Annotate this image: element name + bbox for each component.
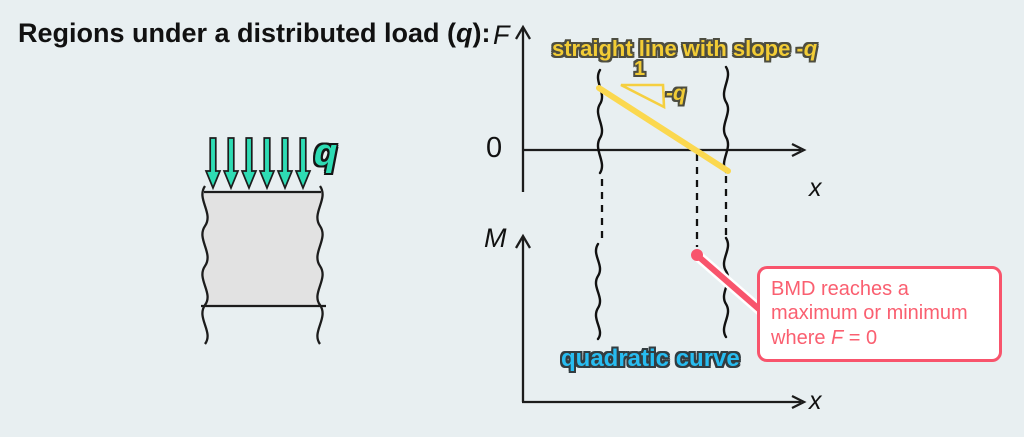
load-arrow-icon [294, 137, 312, 191]
shear-origin-label: 0 [486, 132, 503, 164]
beam-left-cut-edge [201, 185, 209, 345]
callout-line-3: where F = 0 [771, 326, 989, 350]
load-arrow-icon [222, 137, 240, 191]
callout-leader-line [696, 254, 771, 320]
callout-line-3-variable: F [831, 326, 844, 349]
shear-annotation-text: straight line with slope - [552, 36, 804, 61]
beam-right-cut-edge [316, 185, 324, 345]
load-arrow-icon [258, 137, 276, 191]
moment-y-axis-label: M [484, 223, 507, 253]
max-moment-point [691, 249, 703, 261]
callout-line-3-suffix: = 0 [843, 326, 878, 349]
load-arrow-icon [204, 137, 222, 191]
callout-line-1: BMD reaches a [771, 278, 909, 300]
slope-run-label: 1 [634, 58, 646, 80]
moment-left-boundary-curve [594, 242, 602, 341]
slope-drop-label: -q [666, 82, 686, 105]
load-arrow-icon [276, 137, 294, 191]
projection-dashed-lines [600, 154, 728, 247]
shear-annotation: straight line with slope -q [552, 36, 817, 62]
moment-annotation: quadratic curve [561, 345, 740, 372]
shear-force-line [596, 85, 731, 174]
beam-load-label: q [314, 132, 338, 174]
region-boundary-curves [594, 65, 730, 341]
moment-diagram-axes [515, 233, 807, 410]
bmd-callout-box: BMD reaches a maximum or minimum where F… [757, 266, 1002, 363]
slope-triangle [620, 83, 666, 110]
callout-line-2: maximum or minimum [771, 302, 968, 325]
page-title: Regions under a distributed load (q): [18, 18, 491, 49]
beam-body [202, 186, 323, 344]
shear-x-axis-label: x [809, 174, 822, 202]
shear-right-boundary-curve [722, 65, 730, 174]
moment-x-axis-label: x [809, 387, 822, 415]
shear-annotation-variable: q [803, 36, 818, 61]
page-title-text: Regions under a distributed load ( [18, 18, 457, 48]
load-arrow-icon [240, 137, 258, 191]
callout-line-3-prefix: where [771, 326, 832, 349]
shear-y-axis-label: F [493, 20, 510, 50]
beam-segment [188, 164, 338, 349]
shear-diagram-axes [515, 24, 807, 192]
load-variable: q [456, 18, 473, 48]
page-title-suffix: ): [472, 18, 491, 48]
distributed-load-arrows [204, 137, 312, 191]
